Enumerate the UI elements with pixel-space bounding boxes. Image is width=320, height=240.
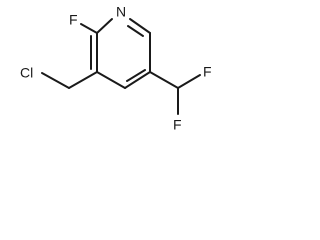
bond-c3-ch2	[68, 71, 98, 89]
nitrogen-atom-label: N	[116, 4, 126, 20]
atom-label-layer: N F Cl F F	[20, 4, 212, 133]
difluoromethyl-bottom-fluorine-label: F	[173, 117, 182, 133]
bond-c5-chf2	[149, 71, 179, 89]
bond-chf2-f-top	[177, 74, 201, 89]
bond-c6-n-double	[127, 25, 144, 37]
chemical-structure-diagram: N F Cl F F	[0, 0, 230, 138]
molecule-svg: N F Cl F F	[20, 4, 212, 133]
bond-c2-f	[80, 23, 98, 34]
bond-ch2-cl	[41, 72, 70, 89]
bond-n-c2	[96, 18, 113, 34]
bond-c4-c5	[124, 71, 151, 89]
bond-layer	[41, 18, 201, 115]
bond-c3-c4	[96, 71, 126, 89]
chlorine-atom-label: Cl	[20, 65, 33, 81]
bond-c4-c5-double	[126, 69, 146, 82]
ring-fluorine-atom-label: F	[69, 12, 78, 28]
bond-c6-n	[129, 18, 151, 34]
difluoromethyl-top-fluorine-label: F	[203, 64, 212, 80]
